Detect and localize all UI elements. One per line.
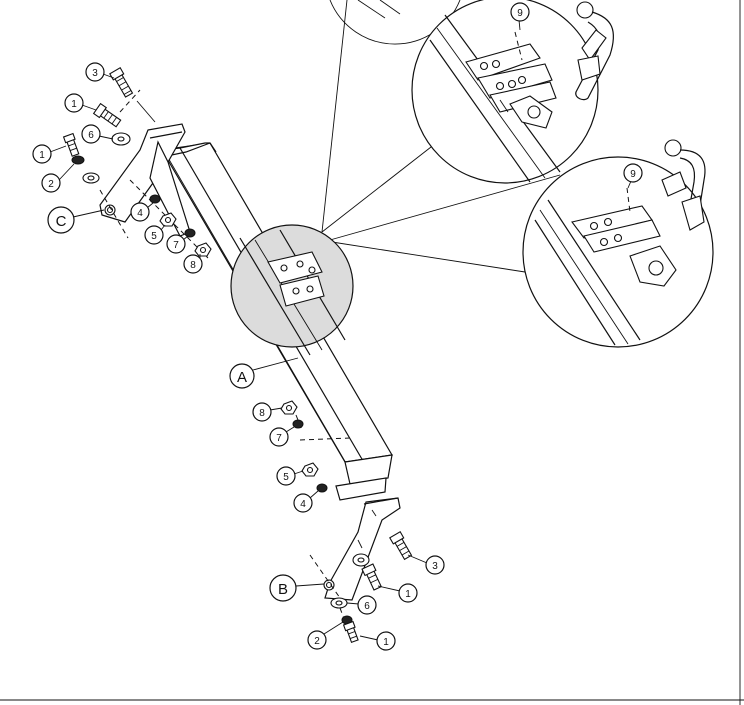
callout-upper-8: 8 [183,254,203,274]
callout-detail2-9: 9 [623,163,643,189]
hex-bolt-icon [389,531,413,561]
callout-upper-4: 4 [130,202,154,222]
part-number-1-label: 1 [71,99,77,110]
callout-lower-1a: 1 [377,583,418,603]
hex-bolt-icon [92,102,122,128]
callout-upper-1b: 1 [32,144,67,164]
callout-b: B [269,574,325,602]
axis-line-c2 [119,89,141,113]
callout-lower-7: 7 [269,426,295,447]
part-number-6-label: 6 [88,130,94,141]
detail-circle-ball-socket-2 [522,156,714,348]
callout-upper-6: 6 [81,124,114,144]
hex-bolt-icon [62,132,80,157]
callout-detail1-9: 9 [510,2,530,31]
callout-lower-8: 8 [252,402,283,422]
callout-upper-3: 3 [85,62,115,82]
part-number-7-label: 7 [276,433,282,444]
assembly-label-c: C [56,213,67,230]
part-number-7-label: 7 [173,240,179,251]
part-number-6-label: 6 [364,601,370,612]
part-number-2-label: 2 [48,179,54,190]
part-number-3-label: 3 [92,68,98,79]
callout-upper-1a: 1 [64,93,97,113]
axis-line-c4 [136,100,156,123]
part-number-8-label: 8 [259,408,265,419]
part-number-1-label: 1 [383,637,389,648]
hex-bolt-icon [342,620,359,644]
lock-washer-icon [71,155,85,165]
tow-ball-icon [661,139,706,231]
callout-lower-6: 6 [346,595,377,615]
assembly-label-b: B [278,581,288,598]
callout-upper-2: 2 [41,163,75,193]
part-number-5-label: 5 [151,231,157,242]
axis-line-c1 [99,189,129,239]
lock-washer-icon [184,228,196,238]
part-number-2-label: 2 [314,636,320,647]
tow-ball-icon [575,1,614,101]
part-number-8-label: 8 [190,260,196,271]
callout-c: C [47,206,105,234]
part-number-4-label: 4 [300,499,306,510]
callout-connector-lines [321,0,561,273]
callout-upper-5: 5 [144,224,166,245]
callout-lower-4: 4 [293,490,319,513]
lock-washer-icon [149,194,161,204]
hex-bolt-icon [361,563,382,591]
part-number-9-label: 9 [517,8,523,19]
detail-circle-ball-socket-1 [411,0,599,184]
hex-bolt-icon [109,67,134,98]
highlight-circle-center [230,224,354,356]
lock-washer-icon [292,419,304,429]
part-number-4-label: 4 [137,208,143,219]
callout-lower-5: 5 [276,466,304,486]
callout-lower-1b: 1 [359,631,396,651]
callout-upper-7: 7 [166,234,189,254]
bracket-b [323,477,401,601]
lock-washer-icon [316,483,328,493]
part-number-3-label: 3 [432,561,438,572]
part-number-5-label: 5 [283,472,289,483]
part-number-9-label: 9 [630,169,636,180]
part-number-1-label: 1 [39,150,45,161]
callout-lower-2: 2 [307,621,344,650]
part-number-1-label: 1 [405,589,411,600]
callout-lower-3: 3 [407,554,445,575]
callout-a: A [229,357,299,389]
assembly-label-a: A [237,369,247,386]
